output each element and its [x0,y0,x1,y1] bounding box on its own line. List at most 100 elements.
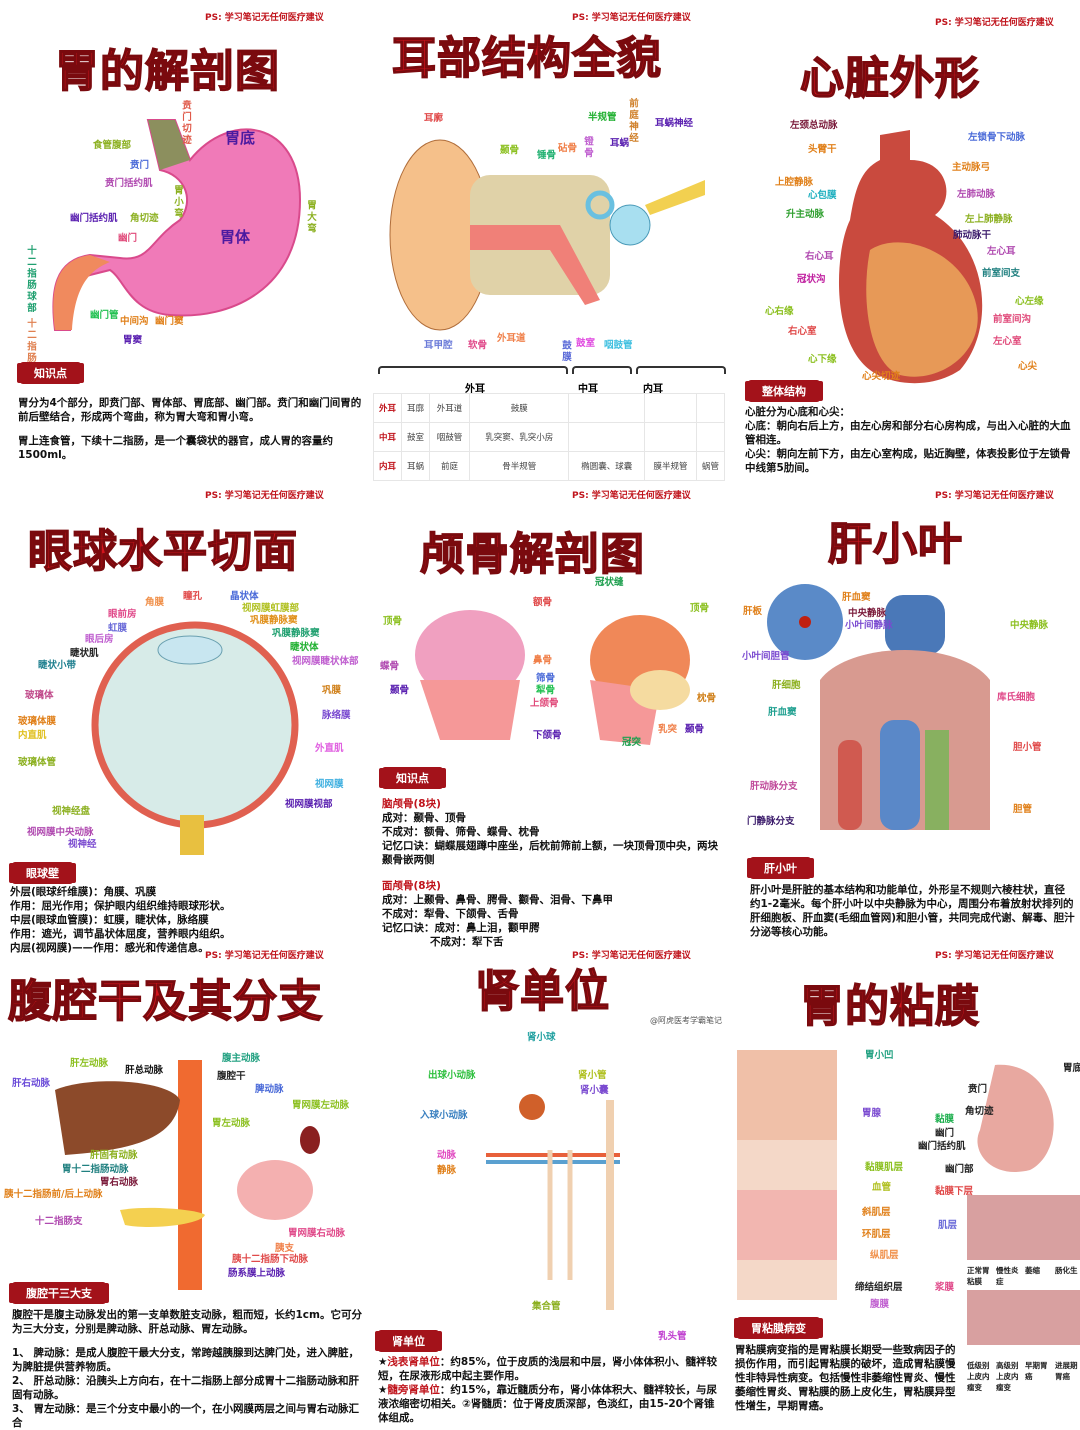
diagram-label: 玻璃体管 [18,757,57,768]
diagram-label: 肾小囊 [580,1085,609,1096]
diagram-label: 肌层 [938,1220,958,1231]
ps-disclaimer: PS: 学习笔记无任何医疗建议 [205,951,324,961]
panel-title: 眼球水平切面 [27,525,298,578]
diagram-label: 腹腔干 [217,1071,246,1082]
ear-section-middle: 中耳 [578,384,598,395]
diagram-label: 小叶间静脉 [845,620,893,631]
diagram-label: 巩膜静脉窦 [272,628,320,639]
nephron-type-item: ★浅表肾单位：约85%，位于皮质的浅层和中层，肾小体体积小、髓袢较短，在尿液形成… [378,1355,723,1383]
diagram-label: 外耳道 [497,333,526,344]
liver-lobule-illustration [767,584,990,830]
diagram-label: 胃网膜右动脉 [288,1228,346,1239]
diagram-label: 幽门括约肌 [918,1141,966,1152]
table-cell: 椭圆囊、球囊 [568,451,646,481]
nephron-illustration [486,1094,620,1310]
text-paragraph: 中层(眼球血管膜)：虹膜，睫状体，脉络膜 [10,914,209,926]
diagram-label: 角切迹 [130,213,159,224]
section-badge: 胃粘膜病变 [737,1317,820,1339]
stage-caption: 萎缩 [1025,1266,1040,1275]
diagram-label: 左心耳 [987,246,1016,257]
diagram-label: 鼓膜 [560,340,571,363]
diagram-label: 胃体 [220,228,251,246]
celiac-trunk-illustration [55,1060,320,1290]
section-badge: 腹腔干三大支 [12,1282,106,1304]
section-badge: 知识点 [382,767,443,789]
diagram-label: 肾小管 [578,1070,607,1081]
diagram-label: 中央静脉 [1010,620,1049,631]
diagram-label: 颞骨 [500,145,520,156]
panel-title: 腹腔干及其分支 [7,975,323,1028]
inner-ear-bracket [636,366,726,374]
diagram-label: 肝动脉分支 [750,781,798,792]
text-paragraph: 心底：朝向右后上方，由左心房和部分右心房构成，与出入心脏的大血管相连。 [745,420,1071,446]
diagram-label: 玻璃体 [25,690,54,701]
diagram-label: 耳蜗神经 [655,118,694,129]
diagram-label: 胃腺 [862,1108,882,1119]
stage-caption: 低级别上皮内瘤变 [967,1361,990,1392]
diagram-label: 镫骨 [582,136,593,159]
section-badge: 眼球壁 [12,862,73,884]
diagram-label: 半规管 [588,112,617,123]
diagram-label: 睫状小带 [38,660,77,671]
table-cell: 蜗管 [695,451,726,481]
diagram-label: 血管 [872,1182,892,1193]
diagram-label: 十二指肠 [25,318,36,364]
diagram-label: 眼后房 [85,634,114,645]
diagram-label: 贲门切迹 [180,100,191,146]
table-cell [568,422,646,452]
item-text: ：约85%，位于皮质的浅层和中层，肾小体体积小、髓袢较短，在尿液形成中起主要作用… [378,1356,718,1382]
heart-illustration [838,130,983,384]
diagram-label: 冠状沟 [797,274,826,285]
diagram-label: 脉络膜 [322,710,351,721]
middle-ear-bracket [572,366,632,374]
skull-illustration [415,610,690,745]
text-paragraph: 2、 肝总动脉：沿胰头上方向右，在十二指肠上部分成胃十二指肠动脉和肝固有动脉。 [12,1375,359,1401]
group-line: 不成对：犁下舌 [430,936,504,948]
diagram-label: 出球小动脉 [428,1070,476,1081]
diagram-label: 幽门 [118,233,138,244]
diagram-label: 食管腹部 [93,140,132,151]
diagram-label: 虹膜 [108,623,128,634]
diagram-label: 幽门 [935,1128,955,1139]
diagram-label: 腹主动脉 [222,1053,261,1064]
table-cell: 咽鼓管 [429,422,470,452]
diagram-label: 胆管 [1013,804,1033,815]
diagram-label: 视网膜虹膜部 [242,603,300,614]
diagram-label: 冠突 [622,737,642,748]
text-paragraph [12,1336,362,1346]
diagram-label: 入球小动脉 [420,1110,468,1121]
text-paragraph: 胃分为4个部分，即贲门部、胃体部、胃底部、幽门部。贲门和幽门间胃的前后壁结合，形… [18,397,362,423]
diagram-label: 右心室 [788,326,817,337]
diagram-label: 贲门 [130,160,150,171]
diagram-label: 睫状体 [290,642,319,653]
ps-disclaimer: PS: 学习笔记无任何医疗建议 [205,491,324,501]
diagram-label: 肝总动脉 [125,1065,164,1076]
ps-disclaimer: PS: 学习笔记无任何医疗建议 [935,951,1054,961]
table-cell [568,393,646,423]
diagram-label: 角切迹 [965,1106,994,1117]
diagram-label: 上颌骨 [530,698,559,709]
knowledge-text: 腹腔干是腹主动脉发出的第一支单数脏支动脉，粗而短，长约1cm。它可分为三大分支，… [12,1308,362,1430]
table-cell: 外耳道 [429,393,470,423]
diagram-label: 鼓室 [576,338,596,349]
table-cell: 内耳 [372,451,403,481]
item-text: ：约15%，靠近髓质分布，肾小体体积大、髓袢较长，与尿液浓缩密切相关。②肾髓质：… [378,1384,718,1424]
item-term: 浅表肾单位 [387,1356,440,1368]
table-row: 中耳鼓室咽鼓管乳突窦、乳突小房 [372,422,726,452]
diagram-label: 左颈总动脉 [790,120,838,131]
diagram-label: 左心室 [993,336,1022,347]
ear-section-outer: 外耳 [465,384,485,395]
diagram-label: 心尖 [1018,361,1038,372]
group-line: 不成对：犁骨、下颌骨、舌骨 [382,908,519,920]
item-star: ★ [378,1384,388,1396]
diagram-label: 主动脉弓 [952,162,991,173]
table-cell: 膜半规管 [644,451,697,481]
diagram-label: 肠系膜上动脉 [228,1268,286,1279]
diagram-label: 中央静脉 [848,608,887,619]
diagram-label: 贲门 [968,1084,988,1095]
diagram-label: 静脉 [437,1165,457,1176]
diagram-label: 胃十二指肠动脉 [62,1164,129,1175]
stage-caption: 正常胃粘膜 [967,1266,990,1286]
ear-section-inner: 内耳 [643,384,663,395]
